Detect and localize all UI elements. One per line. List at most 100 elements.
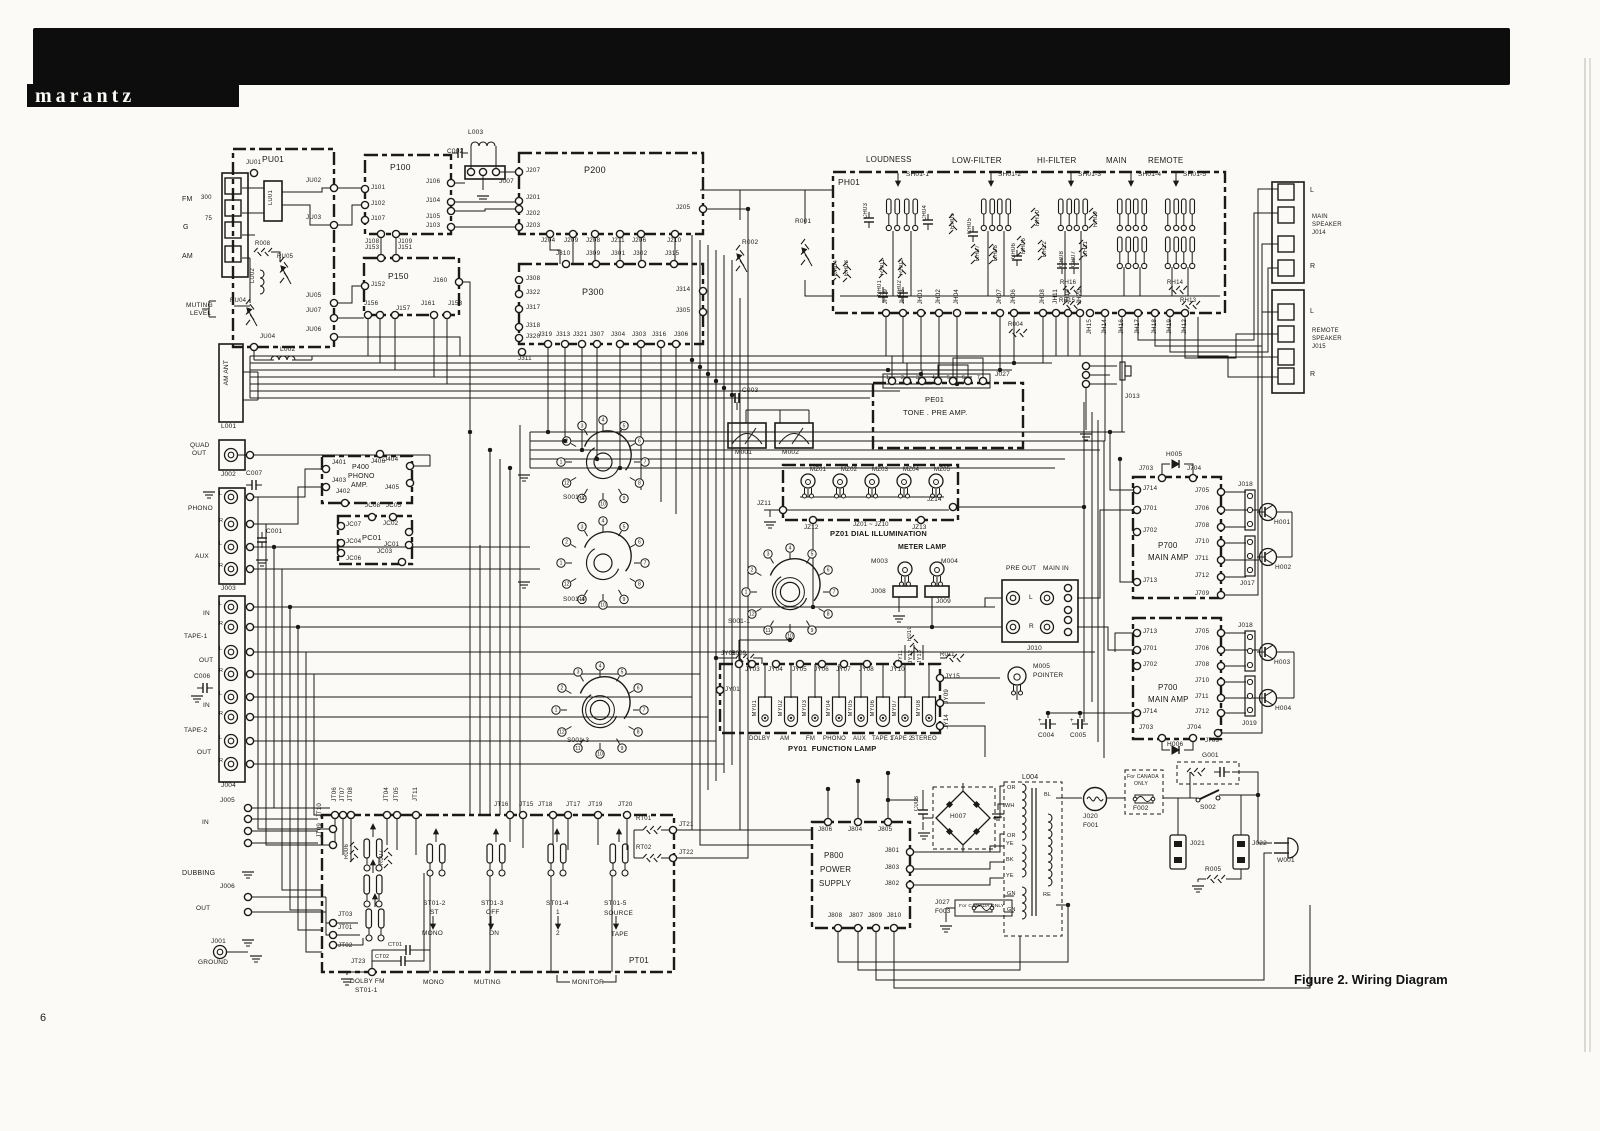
- terminal-label-J158: J158: [448, 300, 463, 307]
- terminal-label-JY01: JY01: [725, 686, 740, 693]
- label-f002: F002: [1133, 805, 1149, 812]
- junction-dot: [885, 770, 891, 776]
- wire: [338, 285, 361, 304]
- label-off: OFF: [486, 909, 500, 916]
- rotary-pin-number: 6: [638, 439, 641, 445]
- pot-arrow: [280, 265, 287, 273]
- terminal-label-J714: J714: [1143, 485, 1158, 492]
- rotary-pin-number: 1: [555, 708, 558, 714]
- rotary-pin-number: 8: [638, 582, 641, 588]
- label-out: OUT: [199, 657, 214, 664]
- terminal-label-J152: J152: [371, 281, 386, 288]
- terminal-J106: [446, 178, 456, 188]
- arrow-icon: [1172, 180, 1180, 187]
- rotary-pin-number: 1: [560, 561, 563, 567]
- wire: [565, 690, 572, 694]
- terminal-label-J205: J205: [676, 204, 691, 211]
- terminal-JZ12: [808, 515, 818, 525]
- label-s001-4: S001-4: [563, 596, 586, 603]
- label-fm: FM: [182, 196, 193, 203]
- terminal-label-J306: J306: [674, 331, 689, 338]
- label-for-canada: For CANADA: [1127, 774, 1159, 780]
- wire: [282, 204, 330, 226]
- terminal-label-J109: J109: [398, 238, 413, 245]
- rotary-pin: [634, 537, 645, 547]
- terminal-label-JT23: JT23: [351, 958, 366, 965]
- contact-pin: [1164, 262, 1171, 270]
- terminal-J160: [454, 277, 464, 287]
- outlet-slot: [1237, 841, 1245, 847]
- rotary-pin: [634, 436, 645, 446]
- rca-jack: [227, 451, 235, 459]
- lamp-icon: [787, 714, 795, 722]
- terminal-label-JT11: JT11: [412, 787, 419, 802]
- terminal-square: [224, 245, 242, 263]
- label-j002: J002: [221, 471, 236, 478]
- block: [882, 373, 991, 389]
- contact: [989, 198, 996, 215]
- terminal-label-J706: J706: [1195, 505, 1210, 512]
- terminal-label-JC07: JC07: [346, 521, 362, 528]
- resistor: [253, 247, 273, 257]
- label-r004: R004: [1008, 322, 1024, 328]
- label-stereo: STEREO: [911, 736, 937, 742]
- terminal-label-JT03: JT03: [338, 911, 353, 918]
- resistor: [642, 853, 662, 863]
- label-lu01: LU01: [268, 190, 274, 206]
- contact: [1073, 198, 1080, 215]
- lamp-leg: [841, 493, 846, 499]
- rca-jack: [227, 648, 235, 656]
- label-h003: H003: [1274, 659, 1291, 666]
- terminal-JC04: [336, 538, 346, 548]
- rotary-pin-number: 11: [579, 597, 584, 603]
- terminal-label-JU02: JU02: [306, 177, 322, 184]
- label-c004: C004: [1038, 732, 1055, 739]
- label-j007: J007: [499, 178, 514, 185]
- terminal-square: [1277, 235, 1295, 253]
- label-aux: AUX: [853, 736, 866, 742]
- label-st: ST: [430, 909, 439, 916]
- contact: [894, 198, 901, 215]
- lamp-icon: [934, 567, 940, 573]
- rotary-pin-number: 9: [623, 496, 626, 502]
- contact-pin: [1164, 224, 1171, 232]
- terminal-label-J706: J706: [1195, 645, 1210, 652]
- terminal-junction: [1063, 605, 1073, 615]
- wire: [1161, 742, 1170, 751]
- terminal-label-J809: J809: [868, 912, 883, 919]
- terminal-label-J309: J309: [586, 250, 601, 257]
- terminal-label-JT04: JT04: [383, 787, 390, 802]
- rotary-pin: [595, 661, 605, 671]
- rotary-switch: [581, 694, 618, 729]
- terminal-JY04: [771, 659, 781, 669]
- junction-dot: [885, 367, 891, 373]
- terminal-J307: [592, 339, 602, 349]
- terminal-label-J102: J102: [371, 200, 386, 207]
- label-j003: J003: [221, 585, 236, 592]
- terminal-J809: [871, 923, 881, 933]
- lamp-icon: [761, 714, 769, 722]
- wire: [584, 530, 588, 537]
- arrow-icon: [371, 893, 379, 900]
- lamp-icon: [881, 716, 885, 720]
- terminal-label-JU01: JU01: [246, 159, 262, 166]
- terminal-junction: [245, 450, 255, 460]
- wire: [1090, 355, 1278, 378]
- label-or: OR: [1007, 785, 1016, 791]
- terminal-label-J206: J206: [632, 237, 647, 244]
- rotary-pin-number: 3: [767, 552, 770, 558]
- rotary-pin-number: 9: [621, 746, 624, 752]
- lamp-icon: [807, 696, 823, 728]
- terminal-JZ13: [916, 515, 926, 525]
- terminal-J211: [615, 229, 625, 239]
- junction-dot: [729, 392, 735, 398]
- label-h006: H006: [1167, 741, 1184, 748]
- terminal-label-J702: J702: [1143, 527, 1158, 534]
- terminal-label-JY09: JY09: [943, 689, 950, 704]
- label-ch02: CH02: [897, 280, 903, 297]
- contact-pin: [980, 224, 987, 232]
- label-aux: AUX: [195, 553, 209, 560]
- terminal-label-J709: J709: [1205, 737, 1220, 744]
- wire: [305, 652, 322, 953]
- label-my05: MY05: [848, 700, 854, 717]
